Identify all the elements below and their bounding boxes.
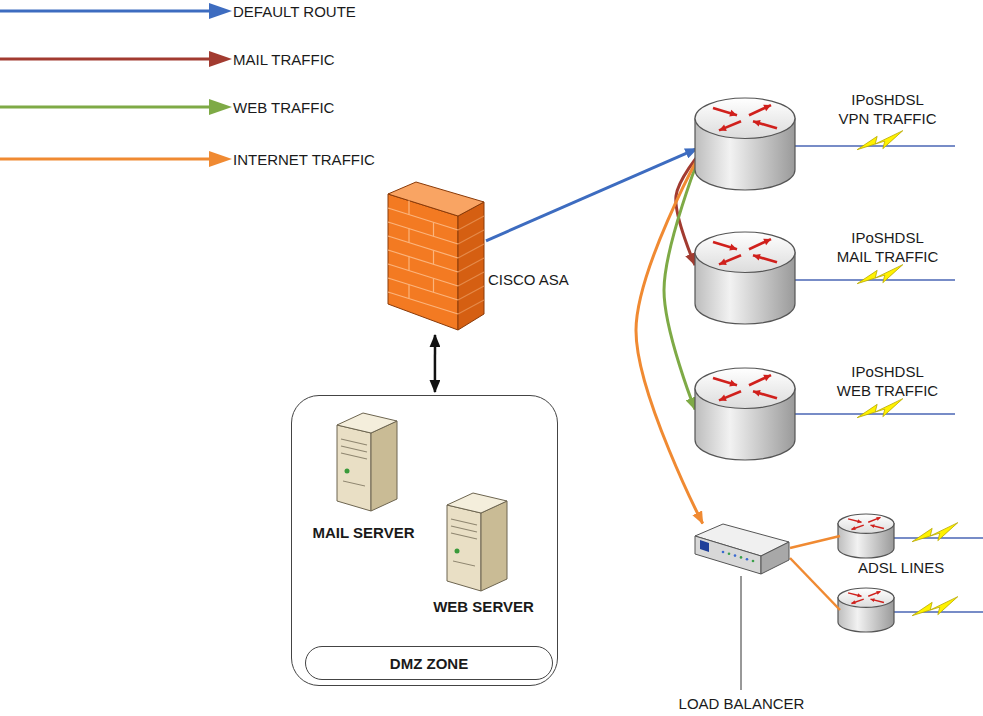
adsl-router (838, 514, 894, 558)
label-box: CISCO ASA (488, 270, 569, 289)
shape-outline (441, 491, 511, 593)
node-label: LOAD BALANCER (663, 694, 820, 713)
connector (636, 156, 703, 524)
node-label: CISCO ASA (488, 270, 569, 289)
server: WEB SERVER (426, 491, 541, 621)
legend-text: MAIL TRAFFIC (233, 50, 335, 69)
node-label: WEB SERVER (426, 597, 541, 616)
label-box: ADSL LINES (858, 558, 944, 577)
zone-band: DMZ ZONE (305, 646, 553, 680)
legend-arrow (0, 51, 232, 67)
legend-swatch (0, 149, 232, 171)
wan-line (893, 597, 983, 616)
adsl-link (790, 536, 840, 548)
node-label: IPoSHDSL VPN TRAFFIC (835, 90, 940, 128)
label-box: IPoSHDSL VPN TRAFFIC (835, 90, 940, 128)
legend-arrow (0, 99, 232, 115)
legend-arrow (0, 151, 232, 167)
legend-swatch (0, 49, 232, 71)
adsl-link (790, 558, 840, 610)
firewall: CISCO ASA (386, 180, 486, 332)
wan-line (795, 131, 955, 150)
shape-outline (693, 520, 790, 578)
label-box: IPoSHDSL MAIL TRAFFIC (835, 228, 940, 266)
node-label: IPoSHDSL WEB TRAFFIC (835, 362, 940, 400)
zone-title: DMZ ZONE (306, 647, 552, 681)
server: MAIL SERVER (306, 411, 421, 543)
shape-outline (331, 411, 401, 513)
legend-swatch (0, 1, 232, 23)
label-box: LOAD BALANCER (663, 694, 820, 713)
router: IPoSHDSL VPN TRAFFIC (695, 98, 795, 190)
legend-swatch (0, 97, 232, 119)
load-balancer: LOAD BALANCER (693, 520, 790, 578)
adsl-router (838, 588, 894, 632)
shape-outline (695, 232, 795, 324)
router: IPoSHDSL WEB TRAFFIC (695, 368, 795, 460)
legend-arrow (0, 3, 232, 19)
legend-text: DEFAULT ROUTE (233, 2, 356, 21)
router: IPoSHDSL MAIL TRAFFIC (695, 232, 795, 324)
shape-outline (695, 368, 795, 460)
node-label: IPoSHDSL MAIL TRAFFIC (835, 228, 940, 266)
node-label: MAIL SERVER (306, 523, 421, 542)
dmz-zone: DMZ ZONE MAIL SERVER WEB SERVER (291, 395, 558, 686)
wan-line (795, 265, 955, 284)
shape-outline (695, 98, 795, 190)
shape-outline (386, 180, 486, 332)
wan-line (795, 399, 955, 418)
leader-line (741, 576, 742, 690)
legend-text: WEB TRAFFIC (233, 98, 334, 117)
label-box: MAIL SERVER (306, 523, 421, 542)
connector (434, 335, 437, 392)
wan-line (893, 523, 983, 542)
legend-text: INTERNET TRAFFIC (233, 150, 375, 169)
line-label: ADSL LINES (858, 558, 944, 577)
label-box: IPoSHDSL WEB TRAFFIC (835, 362, 940, 400)
label-box: WEB SERVER (426, 597, 541, 616)
